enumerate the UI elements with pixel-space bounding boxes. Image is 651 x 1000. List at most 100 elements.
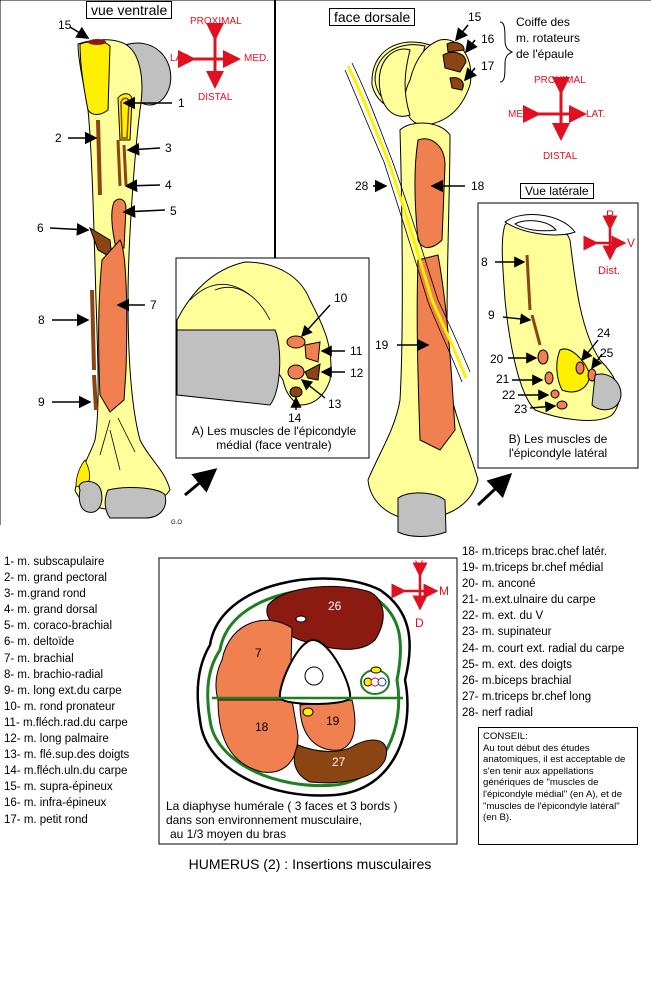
ventral-med-label: MED. — [244, 53, 269, 64]
num-7: 7 — [150, 298, 157, 312]
legend-item: 15- m. supra-épineux — [4, 781, 113, 794]
section-d-label: D — [415, 616, 424, 630]
num-4: 4 — [165, 178, 172, 192]
dorsal-pointers — [373, 24, 478, 352]
section-caption: La diaphyse humérale ( 3 faces et 3 bord… — [166, 799, 416, 841]
num-5: 5 — [170, 204, 177, 218]
num-19-section: 19 — [326, 714, 340, 728]
lateral-p-label: P — [606, 208, 615, 222]
radial-nerve — [344, 62, 471, 383]
num-20: 20 — [490, 352, 504, 366]
legend-item: 8- m. brachio-radial — [4, 668, 104, 681]
legend-item: 3- m.grand rond — [4, 588, 86, 601]
inset-a-arrow — [184, 468, 218, 497]
rotator-cuff-line1: Coiffe des — [516, 15, 570, 29]
num-28: 28 — [355, 179, 369, 193]
dorsal-distal-label: DISTAL — [543, 151, 578, 162]
inset-b-caption: B) Les muscles de l'épicondyle latéral — [480, 432, 636, 460]
section-caption-line2: dans son environnement musculaire, — [166, 813, 363, 827]
legend-item: 23- m. supinateur — [462, 626, 552, 639]
legend-item: 20- m. anconé — [462, 578, 536, 591]
num-14: 14 — [288, 411, 302, 425]
legend-item: 14- m.fléch.uln.du carpe — [4, 765, 128, 778]
legend-item: 25- m. ext. des doigts — [462, 658, 572, 671]
legend-item: 28- nerf radial — [462, 706, 533, 719]
ventral-pointers — [49, 26, 172, 409]
inset-b-pointers — [495, 256, 603, 413]
num-16: 16 — [481, 32, 495, 46]
legend-item: 27- m.triceps br.chef long — [462, 690, 592, 703]
num-8: 8 — [38, 313, 45, 327]
legend-item: 26- m.biceps brachial — [462, 674, 572, 687]
legend-item: 5- m. coraco-brachial — [4, 620, 113, 633]
dorsal-humerus — [367, 39, 479, 537]
num-19: 19 — [375, 338, 389, 352]
ventral-view-label: vue ventrale — [86, 1, 173, 19]
lateral-orientation-cross — [583, 215, 627, 261]
num-24: 24 — [597, 326, 611, 340]
inset-a-pointers — [290, 304, 345, 410]
num-9: 9 — [38, 395, 45, 409]
dorsal-proximal-label: PROXIMAL — [534, 75, 586, 86]
dorsal-orientation-cross — [523, 77, 587, 141]
num-15-dorsal: 15 — [468, 10, 482, 24]
rotator-cuff-caption: Coiffe des m. rotateurs de l'épaule — [516, 14, 580, 62]
conseil-box: CONSEIL: Au tout début des études anatom… — [478, 727, 638, 845]
dorsal-lat-label: LAT. — [586, 109, 606, 120]
page-title: HUMERUS (2) : Insertions musculaires — [188, 856, 432, 872]
legend-item: 24- m. court ext. radial du carpe — [462, 642, 625, 655]
inset-a-caption-line1: A) Les muscles de l'épicondyle — [191, 424, 357, 438]
section-m-label: M — [439, 584, 449, 598]
legend-item: 9- m. long ext.du carpe — [4, 684, 122, 697]
num-27: 27 — [332, 755, 346, 769]
inset-a-epicondyle-medial — [175, 257, 370, 459]
legend-item: 22- m. ext. du V — [462, 610, 544, 623]
legend-item: 7- m. brachial — [4, 652, 74, 665]
legend-item: 12- m. long palmaire — [4, 733, 109, 746]
lateral-d-label: D — [584, 236, 593, 250]
num-25: 25 — [600, 346, 614, 360]
inset-b-arrow — [476, 472, 513, 507]
legend-item: 18- m.triceps brac.chef latér. — [462, 546, 608, 558]
legend-item: 4- m. grand dorsal — [4, 604, 98, 617]
inset-b-caption-line2: l'épicondyle latéral — [508, 446, 608, 460]
num-11: 11 — [350, 344, 363, 358]
num-8-lateral: 8 — [481, 255, 488, 269]
legend-item: 6- m. deltoïde — [4, 636, 75, 649]
legend-item: 10- m. rond pronateur — [4, 700, 116, 713]
legend-item: 19- m.triceps br.chef médial — [462, 562, 604, 575]
section-l-label: L — [393, 584, 400, 598]
num-21: 21 — [496, 372, 510, 386]
legend-item: 11- m.fléch.rad.du carpe — [4, 716, 128, 729]
num-23: 23 — [514, 402, 528, 416]
legend-item: 16- m. infra-épineux — [4, 797, 107, 810]
num-18-section: 18 — [255, 720, 269, 734]
legend-left: 1- m. subscapulaire 2- m. grand pectoral 3… — [4, 554, 129, 828]
num-1: 1 — [178, 96, 185, 110]
author-initials: G.O — [171, 520, 183, 526]
section-orientation-cross — [391, 562, 439, 611]
ventral-distal-label: DISTAL — [198, 92, 233, 103]
rotator-cuff-line2: m. rotateurs — [516, 31, 581, 45]
conseil-heading: CONSEIL: — [483, 731, 528, 742]
conseil-text: Au tout début des études anatomiques, il… — [483, 742, 626, 824]
num-12: 12 — [350, 366, 364, 380]
ventral-lat-label: LAT. — [170, 53, 190, 64]
inset-a-caption-line2: médial (face ventrale) — [216, 438, 332, 452]
panel-frame — [0, 0, 651, 525]
num-7-section: 7 — [255, 646, 262, 660]
dorsal-med-label: MED. — [508, 109, 533, 120]
section-v-label: V — [415, 558, 424, 572]
ventral-humerus — [74, 39, 172, 519]
num-6: 6 — [37, 221, 44, 235]
legend-item: 2- m. grand pectoral — [4, 572, 107, 585]
legend-item: 1- m. subscapulaire — [4, 556, 105, 568]
ventral-proximal-label: PROXIMAL — [190, 16, 242, 27]
num-2: 2 — [55, 131, 62, 145]
num-10: 10 — [334, 291, 348, 305]
lateral-view-label: Vue latérale — [520, 183, 594, 199]
num-26: 26 — [328, 599, 342, 613]
legend-item: 17- m. petit rond — [4, 813, 88, 826]
